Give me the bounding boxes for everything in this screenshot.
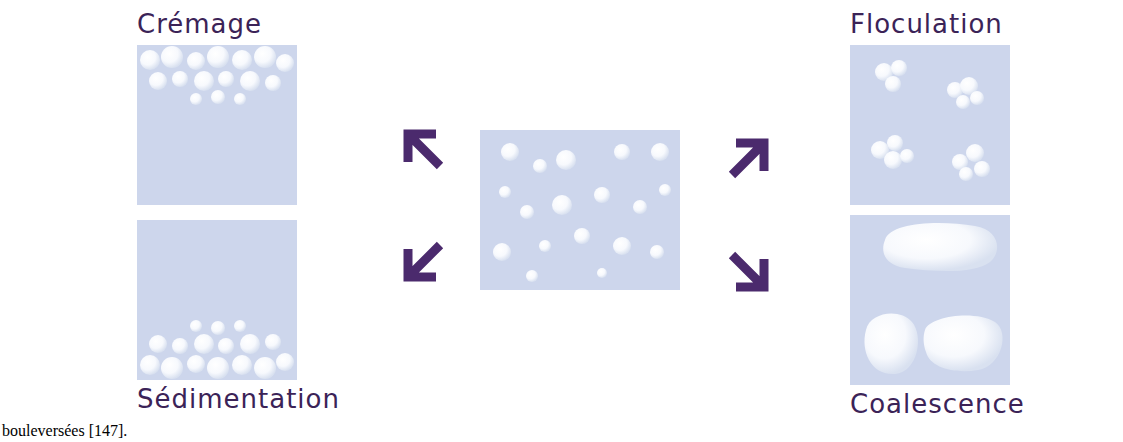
panel-title: Floculation (850, 9, 1003, 39)
panel-title: Coalescence (850, 389, 1025, 419)
direction-arrows (408, 134, 764, 287)
dispersed-droplets (493, 143, 671, 282)
body-text-fragment: bouleversées [147]. (2, 422, 127, 440)
panel-title: Sédimentation (137, 384, 340, 414)
coalescence-panel: Coalescence (850, 215, 1010, 385)
panel-title: Crémage (137, 9, 262, 39)
coalescence-droplets (864, 223, 1002, 374)
sedimentation-panel: Sédimentation (137, 220, 297, 380)
creaming-droplets (140, 46, 294, 105)
sedimentation-droplets (140, 320, 294, 379)
creaming-panel: Crémage (137, 45, 297, 205)
flocculation-panel: Floculation (850, 45, 1010, 205)
flocculation-droplets (871, 60, 990, 181)
panel-grounds (137, 45, 1010, 385)
